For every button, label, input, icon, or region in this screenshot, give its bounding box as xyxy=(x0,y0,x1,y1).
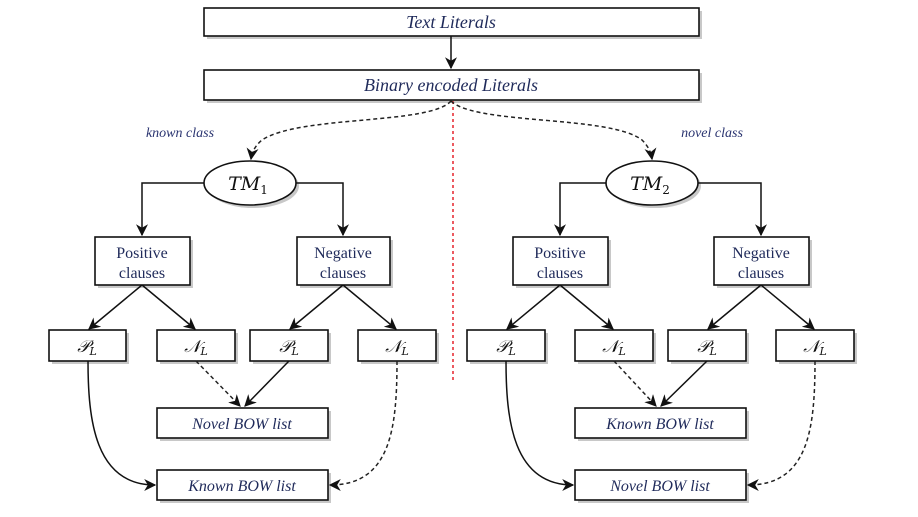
edge-negative-to-nl xyxy=(760,284,815,330)
edge-nl-to-upper-list xyxy=(613,360,657,407)
novel-bow-list-right: Novel BOW list xyxy=(574,469,749,503)
known-bow-list-left: Known BOW list xyxy=(156,469,331,503)
negative-label-line2: clauses xyxy=(320,265,366,282)
novel-bow-list-left: Novel BOW list xyxy=(156,407,331,441)
edge-tm1-to-negative xyxy=(296,182,349,237)
leaf-node: 𝒩L xyxy=(574,329,656,364)
lower-list-label: Novel BOW list xyxy=(609,478,710,495)
binary-literals-label: Binary encoded Literals xyxy=(364,75,538,95)
edge-pl-to-lower-list xyxy=(505,360,575,491)
edge-negative-to-pl xyxy=(707,284,762,330)
tm2-label: TM2 xyxy=(630,173,670,197)
text-literals-node: Text Literals xyxy=(203,7,702,39)
edge-nl-to-upper-list xyxy=(195,360,241,407)
edge-binary-to-tm2 xyxy=(450,100,657,161)
edge-tm2-to-negative xyxy=(698,182,767,237)
edge-pl-to-upper-list xyxy=(660,360,708,407)
leaf-node: 𝒫L xyxy=(466,329,548,364)
negative-label-line2: clauses xyxy=(738,265,784,282)
text-literals-label: Text Literals xyxy=(406,12,496,32)
leaf-node: 𝒩L xyxy=(775,329,857,364)
edge-binary-to-tm1 xyxy=(246,100,452,161)
known-class-label: known class xyxy=(146,126,215,141)
negative-label-line1: Negative xyxy=(732,245,790,262)
edge-positive-to-pl xyxy=(506,284,561,330)
positive-label-line1: Positive xyxy=(534,245,586,262)
upper-list-label: Known BOW list xyxy=(605,416,714,433)
novel-class-label: novel class xyxy=(681,126,743,141)
negative-clauses-node-left: Negative clauses xyxy=(296,236,393,288)
edge-positive-to-nl xyxy=(559,284,614,330)
binary-literals-node: Binary encoded Literals xyxy=(203,69,702,103)
leaf-node: 𝒫L xyxy=(48,329,129,364)
right-subtree: TM2 Positive clauses Negative clauses 𝒫L xyxy=(466,160,857,503)
edge-tm1-to-positive xyxy=(136,182,204,237)
edge-positive-to-pl xyxy=(88,284,143,330)
positive-label-line2: clauses xyxy=(119,265,165,282)
leaf-node: 𝒩L xyxy=(357,329,439,364)
edge-pl-to-lower-list xyxy=(87,360,157,491)
edge-pl-to-upper-list xyxy=(244,360,290,407)
positive-clauses-node-left: Positive clauses xyxy=(94,236,193,288)
tm1-label: TM1 xyxy=(228,173,268,197)
known-bow-list-right: Known BOW list xyxy=(574,407,749,441)
negative-clauses-node-right: Negative clauses xyxy=(713,236,812,288)
edge-negative-to-nl xyxy=(342,284,397,330)
left-subtree: TM1 Positive clauses Negative clauses 𝒫L xyxy=(48,160,439,503)
leaf-node: 𝒫L xyxy=(667,329,749,364)
edge-negative-to-pl xyxy=(289,284,344,330)
positive-label-line2: clauses xyxy=(537,265,583,282)
negative-label-line1: Negative xyxy=(314,245,372,262)
edge-nl-to-lower-list xyxy=(746,360,816,491)
edge-tm2-to-positive xyxy=(554,182,606,237)
positive-label-line1: Positive xyxy=(116,245,168,262)
edge-nl-to-lower-list xyxy=(328,360,398,491)
upper-list-label: Novel BOW list xyxy=(191,416,292,433)
lower-list-label: Known BOW list xyxy=(187,478,296,495)
leaf-node: 𝒩L xyxy=(156,329,238,364)
leaf-node: 𝒫L xyxy=(249,329,331,364)
positive-clauses-node-right: Positive clauses xyxy=(512,236,611,288)
edge-positive-to-nl xyxy=(141,284,196,330)
